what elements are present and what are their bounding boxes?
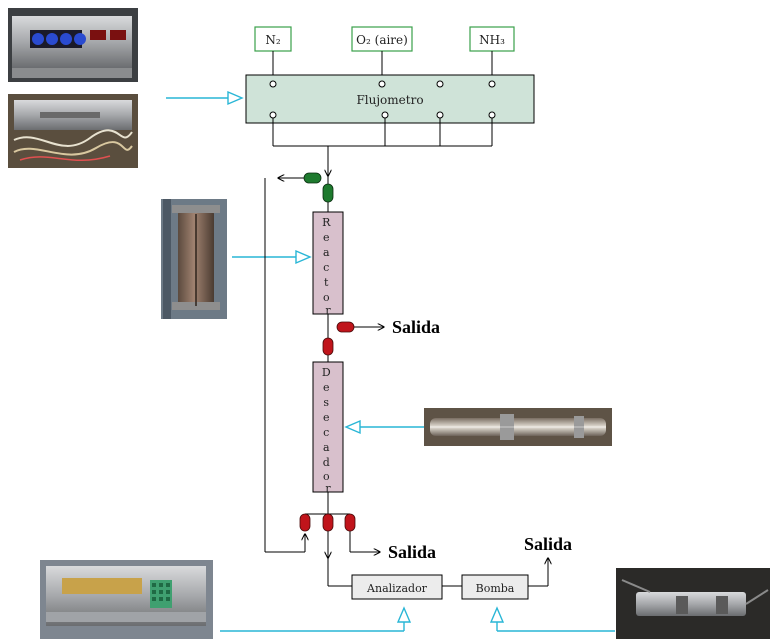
dryer-label: D e s e c a d o r (322, 366, 334, 495)
valve-reactor-inlet-green (323, 184, 333, 202)
pointer-to-analyzer (220, 608, 410, 631)
analyzer-box: Analizador (352, 575, 442, 599)
photo-flowmeter-front (8, 8, 138, 82)
flowmeter-label: Flujometro (356, 93, 423, 107)
gas-label-nh3: NH₃ (479, 33, 505, 47)
pointer-to-reactor (232, 251, 310, 263)
gas-inlet-o2: O₂ (aire) (352, 27, 412, 80)
reactor-label: R e a c t o r (322, 216, 334, 317)
reactor-outlet-label: Salida (392, 317, 440, 337)
photo-analyzer (40, 560, 213, 639)
valve-analyzer-feed-red (323, 514, 333, 531)
pointer-to-pump (491, 608, 615, 631)
pointer-to-dryer (346, 421, 424, 433)
flowmeter-manifold (273, 118, 492, 176)
gas-label-o2: O₂ (aire) (356, 33, 408, 47)
analyzer-label: Analizador (366, 582, 428, 595)
photo-reactor (161, 199, 227, 319)
pump-box: Bomba (462, 575, 528, 599)
dryer-outlet-label: Salida (388, 542, 436, 562)
flowmeter-unit: Flujometro (246, 75, 534, 123)
pump-label: Bomba (476, 582, 515, 595)
valve-reactor-outlet-red (337, 322, 354, 332)
pointer-to-flowmeter (166, 92, 242, 104)
photo-pump (616, 568, 770, 639)
gas-inlet-nh3: NH₃ (470, 27, 514, 80)
valve-recycle-return-red (300, 514, 310, 531)
gas-inlet-n2: N₂ (255, 27, 291, 80)
photo-flowmeter-back (8, 94, 138, 168)
valve-recycle-green (304, 173, 321, 183)
dryer-column: D e s e c a d o r (313, 362, 343, 495)
pump-outlet-label: Salida (524, 534, 572, 554)
valve-dryer-outlet-red (345, 514, 355, 531)
valve-dryer-inlet-red (323, 338, 333, 355)
gas-label-n2: N₂ (265, 33, 281, 47)
reactor-column: R e a c t o r (313, 212, 343, 317)
photo-dryer-tube (424, 408, 612, 446)
